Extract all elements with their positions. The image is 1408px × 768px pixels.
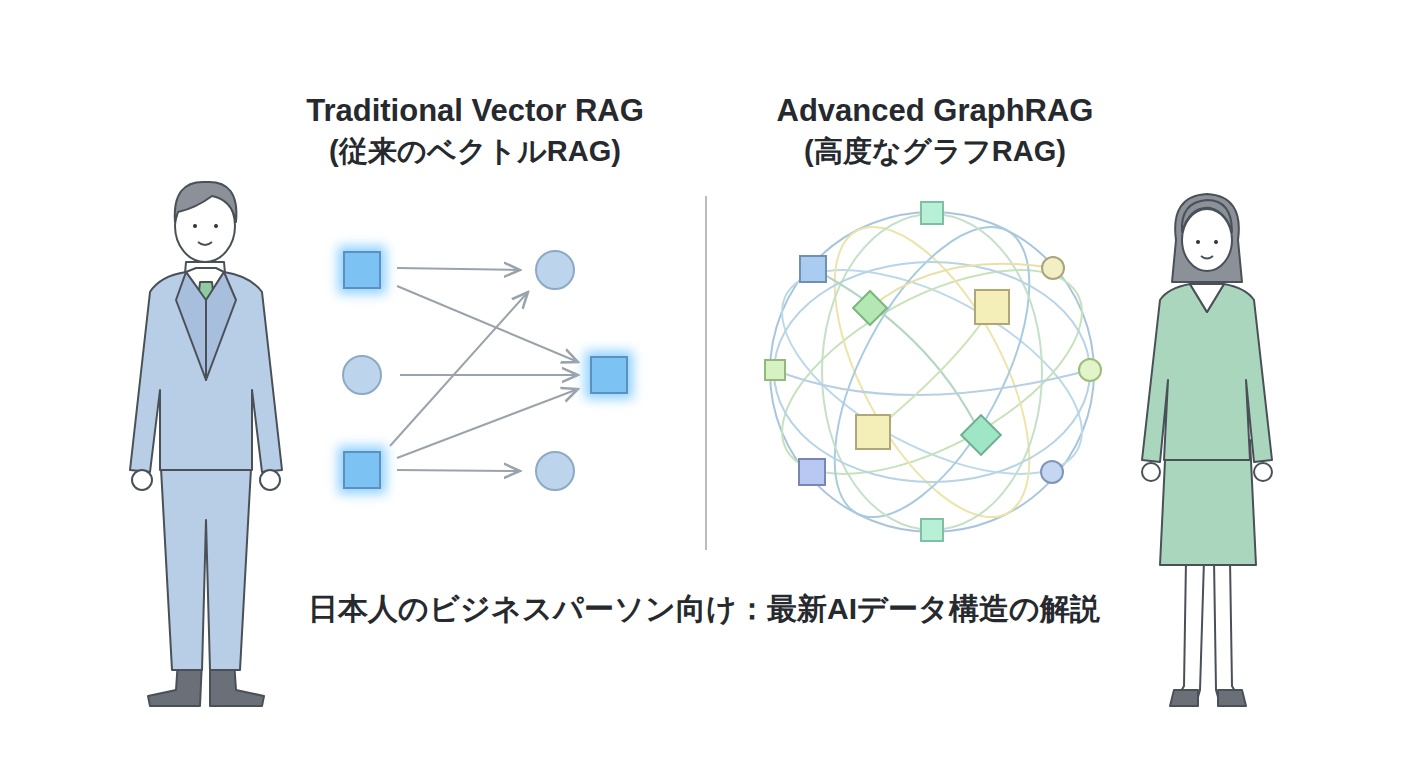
graph-links <box>751 198 1113 546</box>
eye <box>1196 240 1200 244</box>
graph-node <box>921 519 943 541</box>
vector-diagram <box>338 246 633 494</box>
shoe <box>1170 690 1198 706</box>
graph-node <box>853 291 887 325</box>
graph-link <box>795 198 1069 546</box>
arrow <box>397 286 578 362</box>
graph-link <box>870 264 1053 308</box>
glow <box>585 351 633 399</box>
arrow <box>390 292 528 446</box>
eye <box>1214 240 1218 244</box>
heading-ja: (従来のベクトルRAG) <box>255 133 695 169</box>
glow <box>338 246 386 294</box>
graph-link <box>775 370 1090 395</box>
graph-diagram <box>751 198 1113 546</box>
trousers <box>160 450 252 670</box>
businessman <box>130 182 282 706</box>
eye <box>214 224 218 228</box>
graph-nodes <box>765 202 1101 541</box>
hair <box>175 182 237 222</box>
arrow <box>397 268 520 270</box>
hair <box>1172 194 1242 282</box>
arrow <box>397 389 578 458</box>
heading-en: Advanced GraphRAG <box>715 92 1155 131</box>
circle-point <box>536 251 574 289</box>
glow <box>338 446 386 494</box>
mouth <box>198 242 212 245</box>
divider-line <box>705 196 707 550</box>
graph-node <box>975 290 1009 324</box>
hand <box>260 470 280 490</box>
circle-point <box>343 356 381 394</box>
leg <box>1176 560 1204 704</box>
arrow <box>397 470 520 471</box>
caption: 日本人のビジネスパーソン向け：最新AIデータ構造の解説 <box>204 590 1204 628</box>
graph-node <box>921 202 943 224</box>
businesswoman <box>1142 194 1272 706</box>
graph-node <box>856 415 890 449</box>
graph-node <box>1042 257 1064 279</box>
graph-link <box>774 262 1090 482</box>
graph-link <box>795 198 1069 546</box>
graph-node <box>765 360 785 380</box>
leg <box>1214 560 1240 704</box>
vector-arrows <box>390 268 578 471</box>
graph-node <box>1041 461 1063 483</box>
heading-ja: (高度なグラフRAG) <box>715 133 1155 169</box>
graph-node <box>961 415 1001 455</box>
graph-link <box>873 307 992 432</box>
blouse <box>1190 284 1224 312</box>
graph-link <box>751 228 1113 515</box>
lapel <box>176 272 206 380</box>
square-point <box>344 252 380 288</box>
graph-node <box>799 459 825 485</box>
hand <box>1254 463 1272 481</box>
graph-node <box>800 256 826 282</box>
shoe <box>1218 690 1246 706</box>
heading-en: Traditional Vector RAG <box>255 92 695 131</box>
hair <box>1182 200 1232 232</box>
graph-link <box>812 268 981 435</box>
graph-node <box>1079 359 1101 381</box>
square-point <box>344 452 380 488</box>
lapel <box>206 272 236 380</box>
graph-link <box>770 212 1094 532</box>
square-point <box>591 357 627 393</box>
mouth <box>1201 256 1213 259</box>
circle-point <box>536 452 574 490</box>
eye <box>193 224 197 228</box>
hand <box>1142 463 1160 481</box>
arrow <box>400 374 578 376</box>
suit-jacket <box>130 272 282 472</box>
jacket <box>1142 284 1272 462</box>
graph-link <box>751 228 1113 515</box>
hand <box>132 470 152 490</box>
